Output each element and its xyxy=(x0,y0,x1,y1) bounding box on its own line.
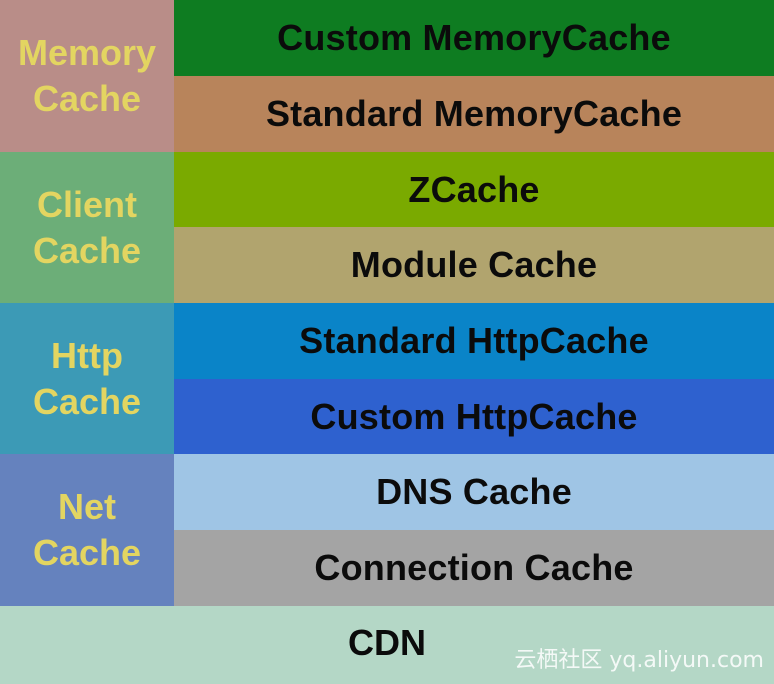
layer-module-cache: Module Cache xyxy=(174,227,774,303)
layer-label: Standard MemoryCache xyxy=(265,93,683,134)
group-label: Net Cache xyxy=(32,486,142,573)
layer-standard-httpcache: Standard HttpCache xyxy=(174,303,774,379)
group-memory-cache: Memory Cache xyxy=(0,0,174,152)
layer-standard-memorycache: Standard MemoryCache xyxy=(174,76,774,152)
group-net-cache: Net Cache xyxy=(0,454,174,606)
layer-label: Custom HttpCache xyxy=(310,395,638,437)
layer-label: Connection Cache xyxy=(314,547,634,588)
group-client-cache: Client Cache xyxy=(0,152,174,303)
layer-label: Standard HttpCache xyxy=(299,320,649,361)
layer-dns-cache: DNS Cache xyxy=(174,454,774,530)
layer-label: Custom MemoryCache xyxy=(277,17,671,58)
group-http-cache: Http Cache xyxy=(0,303,174,454)
layer-label: ZCache xyxy=(408,168,540,210)
watermark: 云栖社区 yq.aliyun.com xyxy=(514,648,764,673)
group-label: Memory Cache xyxy=(17,32,157,119)
layer-zcache: ZCache xyxy=(174,152,774,227)
layer-cdn xyxy=(0,606,774,684)
layer-custom-httpcache: Custom HttpCache xyxy=(174,379,774,454)
layer-label: Module Cache xyxy=(350,244,598,285)
layer-custom-memorycache: Custom MemoryCache xyxy=(174,0,774,76)
layer-connection-cache: Connection Cache xyxy=(174,530,774,606)
cdn-label: CDN xyxy=(348,622,426,663)
group-label: Http Cache xyxy=(32,334,142,422)
layer-label: DNS Cache xyxy=(376,471,572,512)
group-label: Client Cache xyxy=(32,183,142,271)
